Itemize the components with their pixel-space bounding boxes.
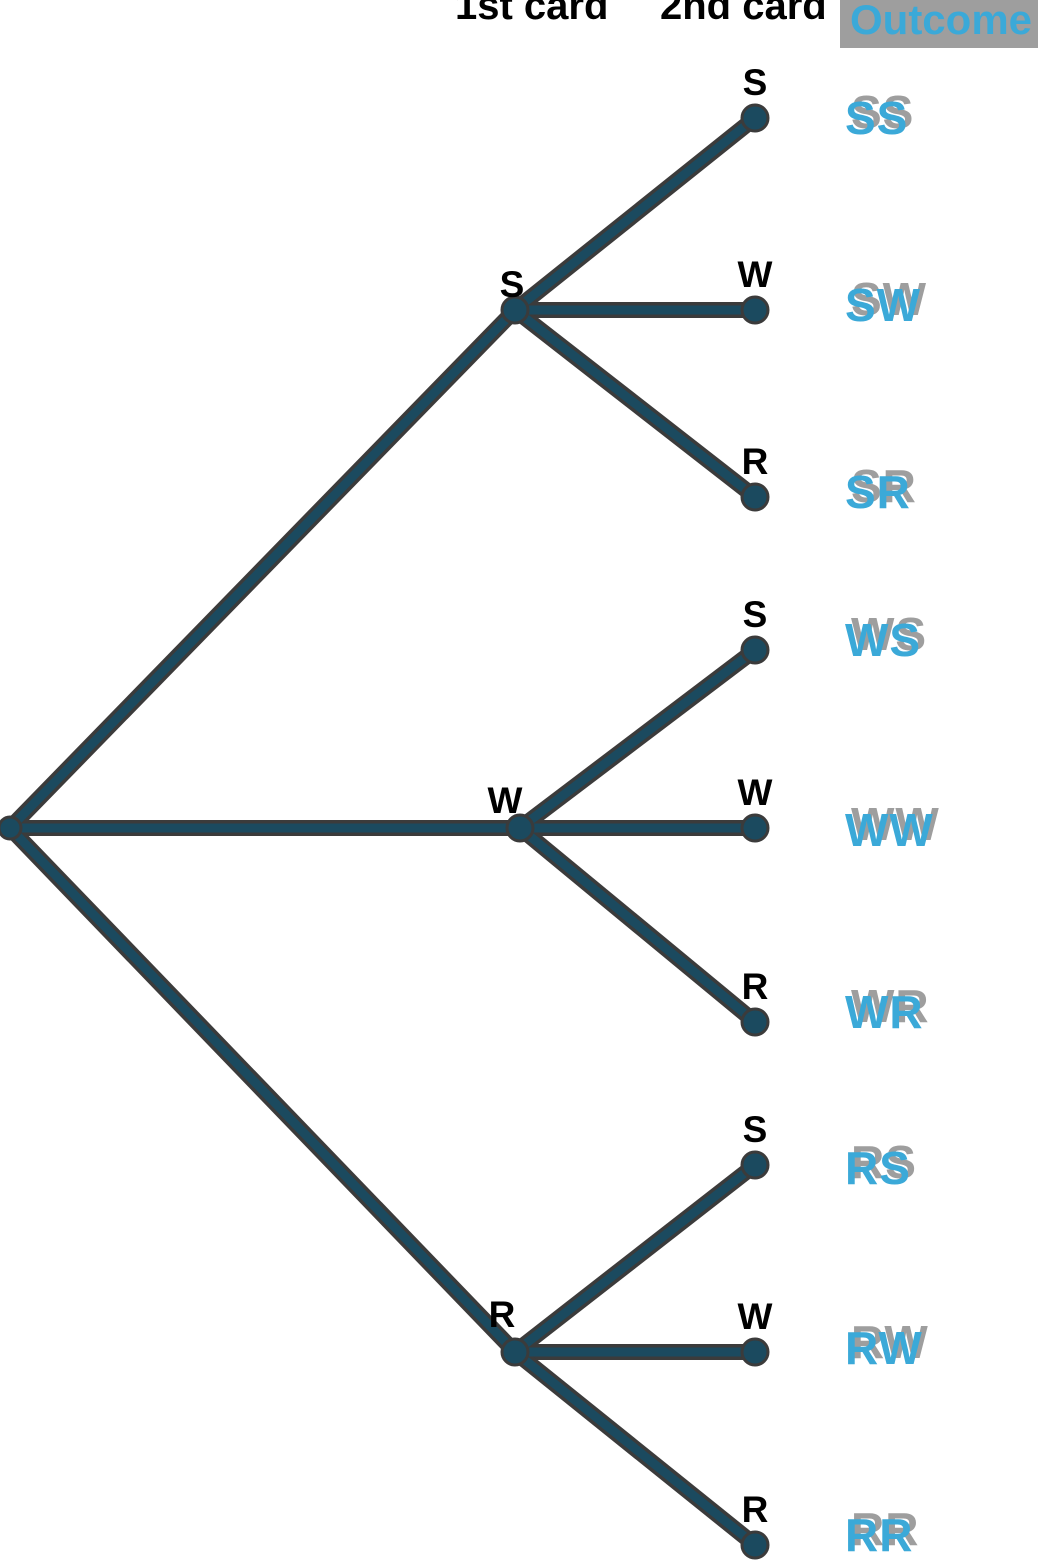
- leaf-label-rs: S: [742, 1109, 768, 1150]
- leaf-rs-dot: [740, 1150, 770, 1180]
- node-s-dot: [500, 295, 530, 325]
- leaf-ww-dot: [740, 813, 770, 843]
- branch-label-w: W: [487, 780, 523, 821]
- node-r-dot: [500, 1337, 530, 1367]
- outcome-ws: WS: [845, 614, 922, 666]
- outcome-ww: WW: [845, 804, 934, 856]
- leaf-sr-dot: [740, 482, 770, 512]
- node-w-dot: [505, 813, 535, 843]
- leaf-label-sw: W: [737, 254, 773, 295]
- leaf-rw-dot: [740, 1337, 770, 1367]
- leaf-label-rr: R: [741, 1489, 769, 1530]
- outcome-sw: SW: [845, 279, 922, 331]
- leaf-wr-dot: [740, 1007, 770, 1037]
- leaf-ss-dot: [740, 103, 770, 133]
- outcome-ss: SS: [845, 92, 909, 144]
- root-node-dot: [0, 815, 23, 841]
- outcome-rs: RS: [845, 1142, 911, 1194]
- outcome-rw: RW: [845, 1322, 923, 1374]
- leaf-rr-dot: [740, 1530, 770, 1560]
- leaf-label-ss: S: [742, 62, 768, 103]
- outcome-sr: SR: [845, 466, 911, 518]
- edge-cores: [6, 114, 758, 1549]
- leaf-label-wr: R: [741, 966, 769, 1007]
- leaf-sw-dot: [740, 295, 770, 325]
- column-header-2nd-card: 2nd card: [660, 0, 827, 28]
- column-header-1st-card: 1st card: [455, 0, 609, 28]
- outcome-rr: RR: [845, 1509, 914, 1561]
- node-dots: [0, 103, 770, 1560]
- column-header-outcome: Outcome: [840, 0, 1038, 48]
- leaf-label-ws: S: [742, 594, 768, 635]
- leaf-label-rw: W: [737, 1296, 773, 1337]
- leaf-label-sr: R: [741, 441, 769, 482]
- outcome-wr: WR: [845, 986, 924, 1038]
- leaf-ws-dot: [740, 635, 770, 665]
- leaf-label-ww: W: [737, 772, 773, 813]
- branch-label-r: R: [488, 1294, 516, 1335]
- branch-label-s: S: [499, 264, 525, 305]
